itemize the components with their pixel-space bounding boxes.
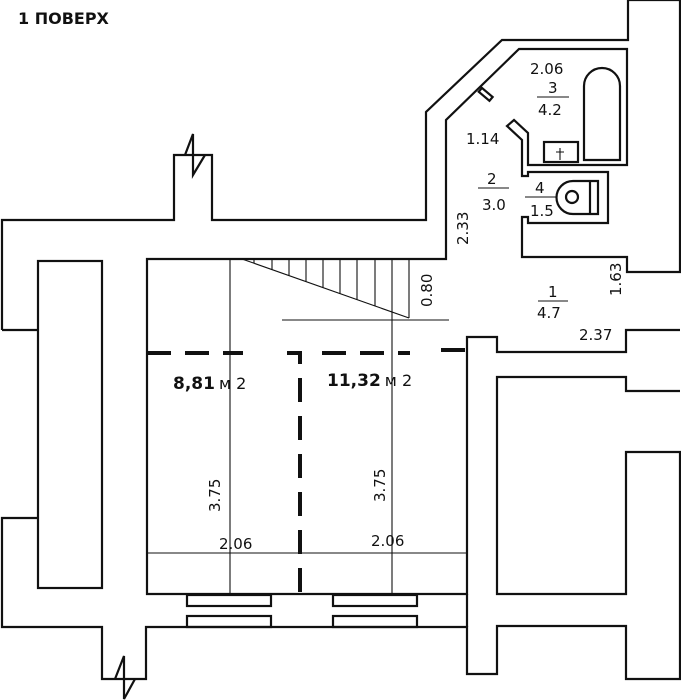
room-2-number: 2: [487, 170, 497, 188]
room-2-area: 3.0: [482, 196, 506, 214]
room-3-number: 3: [548, 79, 558, 97]
dim-hall-bottom: 2.37: [579, 326, 612, 344]
dim-hall-depth: 2.33: [454, 212, 472, 245]
zone-1-area-value: 8,81: [173, 374, 215, 394]
dim-bath-width: 2.06: [530, 60, 563, 78]
room-1-area: 4.7: [537, 304, 561, 322]
dim-left-room-width: 2.06: [219, 535, 252, 553]
room-4-number: 4: [535, 179, 545, 197]
window: [331, 593, 419, 629]
dim-right-room-width: 2.06: [371, 532, 404, 550]
dimension-lines: [147, 259, 467, 594]
room-3-area: 4.2: [538, 101, 562, 119]
wall-outline-top: [0, 0, 681, 596]
faucet-icon: [556, 148, 564, 160]
dim-right-room-height: 3.75: [371, 469, 389, 502]
zone-2-area-value: 11,32: [327, 371, 381, 391]
partition-dashed: [287, 351, 302, 594]
staircase: [241, 258, 449, 321]
dim-corridor-width: 1.14: [466, 130, 499, 148]
toilet-icon: [555, 179, 600, 216]
break-symbol-bottom: [113, 655, 136, 700]
bathtub-icon: [582, 66, 622, 162]
break-symbol-top: [183, 133, 206, 179]
room-4-area: 1.5: [530, 202, 554, 220]
zone-1-unit: м 2: [219, 374, 246, 393]
room-1-number: 1: [548, 283, 558, 301]
dim-left-room-height: 3.75: [206, 479, 224, 512]
zone-2-unit: м 2: [385, 371, 412, 390]
floor-title: 1 ПОВЕРХ: [18, 9, 110, 28]
sink-icon: [542, 140, 580, 164]
left-wall-block: [36, 259, 104, 590]
dim-hall-right: 1.63: [607, 263, 625, 296]
window: [185, 593, 273, 629]
wall-outline-left: [0, 328, 681, 681]
fraction-lines: [478, 96, 569, 302]
dim-stair-offset: 0.80: [418, 274, 436, 307]
door-jamb: [477, 86, 495, 103]
